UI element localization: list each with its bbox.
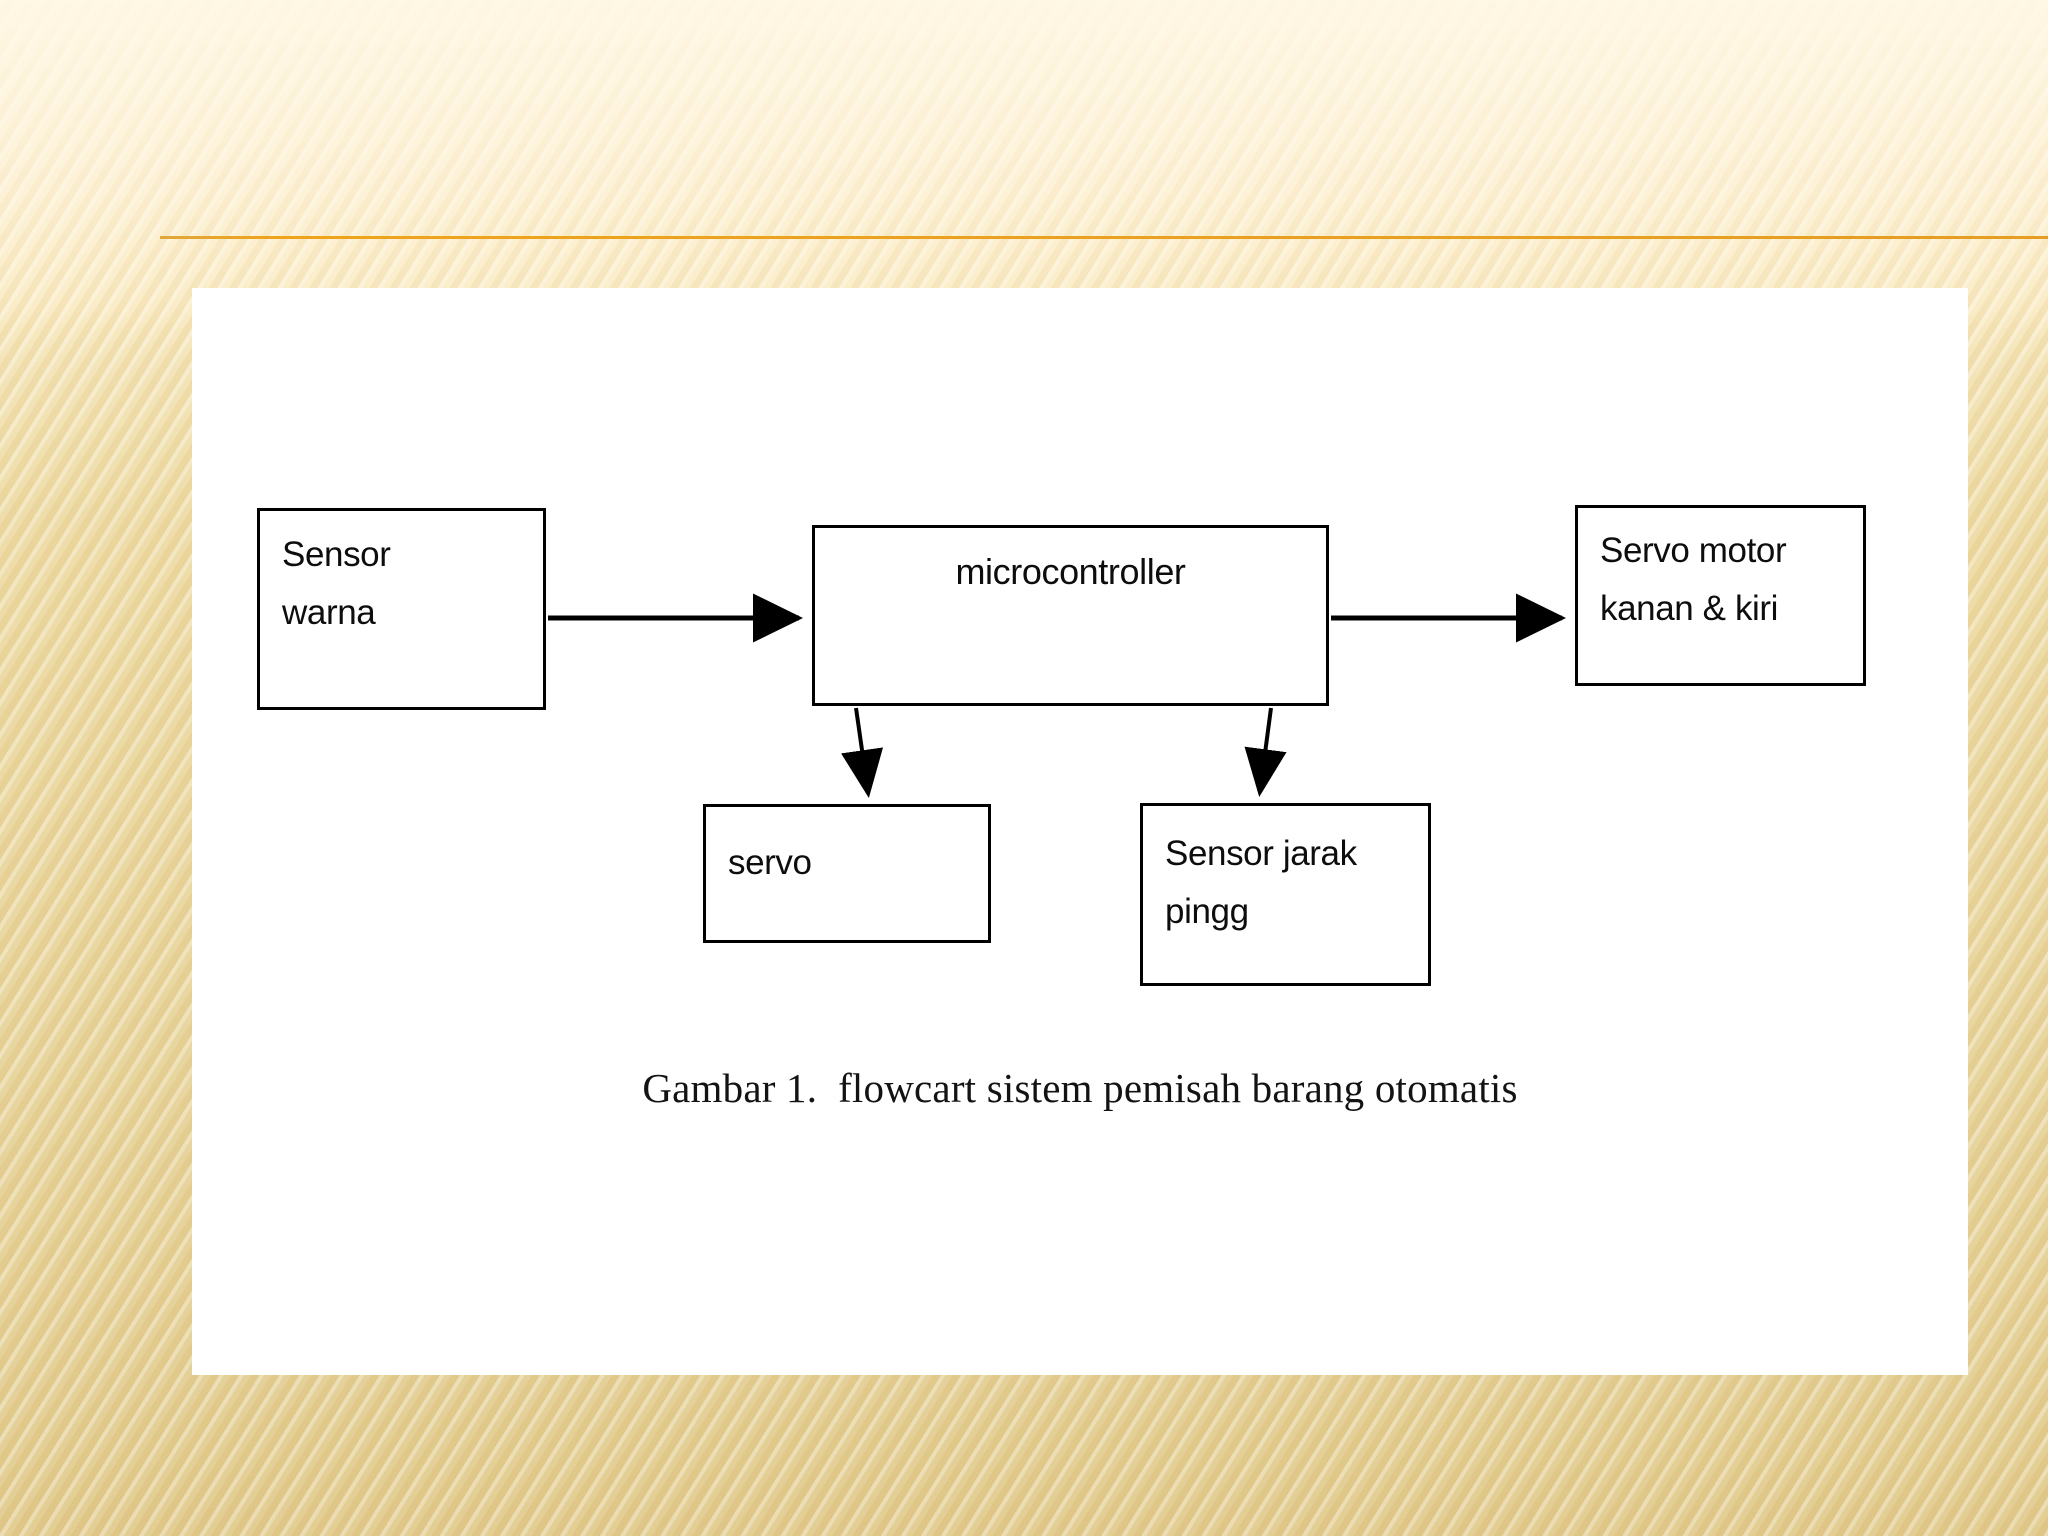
node-servo-motor[interactable]: Servo motor kanan & kiri: [1575, 505, 1866, 686]
node-sensor-warna[interactable]: Sensor warna: [257, 508, 546, 710]
node-sensor-jarak[interactable]: Sensor jarak pingg: [1140, 803, 1431, 986]
node-microcontroller[interactable]: microcontroller: [812, 525, 1329, 706]
node-servo[interactable]: servo: [703, 804, 991, 943]
node-sensor-jarak-line1: Sensor jarak: [1165, 834, 1357, 873]
node-sensor-warna-line2: warna: [282, 593, 376, 632]
node-sensor-warna-line1: Sensor: [282, 535, 391, 574]
arrow-mcu-to-servo: [841, 707, 884, 798]
node-servo-line1: servo: [728, 843, 812, 882]
title-divider-rule: [160, 236, 2048, 239]
node-servo-motor-line1: Servo motor: [1600, 531, 1787, 570]
node-sensor-jarak-line2: pingg: [1165, 892, 1249, 931]
node-servo-motor-line2: kanan & kiri: [1600, 589, 1779, 628]
node-microcontroller-line1: microcontroller: [955, 551, 1186, 592]
arrow-mcu-to-sensor-jarak: [1244, 707, 1287, 797]
diagram-connectors: [548, 593, 1567, 798]
content-panel: Sensor warna microcontroller Servo motor…: [192, 288, 1968, 1375]
figure-caption: Gambar 1. flowcart sistem pemisah barang…: [642, 1065, 1518, 1111]
